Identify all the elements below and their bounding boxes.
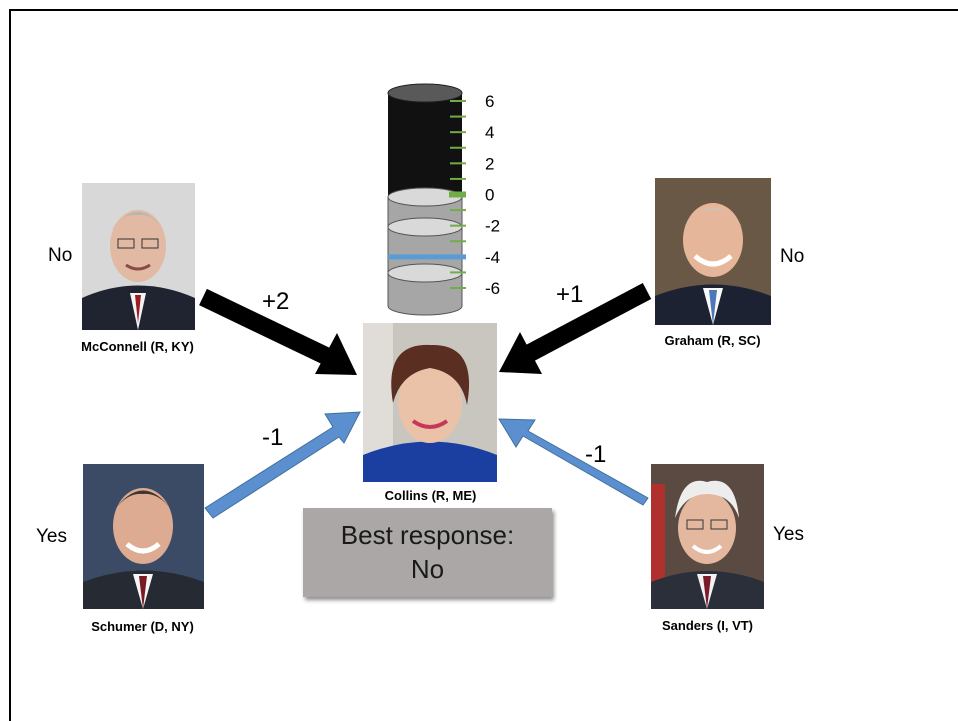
mcconnell-weight: +2 [262, 288, 290, 315]
schumer-name: Schumer (D, NY) [91, 619, 194, 634]
schumer-photo [83, 464, 204, 609]
schumer-weight: -1 [262, 424, 284, 451]
gauge-cylinder-top [387, 83, 463, 103]
threshold-gauge: 6 4 2 0 -2 -4 -6 [387, 83, 500, 316]
gauge-tick-label: 0 [485, 186, 494, 205]
graham-vote: No [780, 246, 805, 267]
best-response-box: Best response: No [303, 508, 552, 597]
best-response-label: Best response: [340, 520, 515, 550]
mcconnell-photo [82, 183, 195, 330]
arrow-sanders [498, 418, 649, 506]
gauge-tick-label: -4 [485, 248, 500, 267]
arrow-graham [499, 283, 652, 374]
sanders-name: Sanders (I, VT) [661, 618, 754, 633]
slide-frame [9, 9, 958, 721]
sanders-vote: Yes [773, 524, 804, 545]
graham-photo [655, 178, 771, 325]
gauge-tick-label: -6 [485, 279, 500, 298]
gauge-tick-label: 4 [485, 123, 494, 142]
arrow-schumer [204, 411, 361, 519]
schumer-vote: Yes [36, 526, 67, 547]
collins-photo [363, 323, 497, 482]
mcconnell-vote: No [48, 245, 73, 266]
collins-name: Collins (R, ME) [384, 488, 477, 503]
arrow-mcconnell [199, 288, 357, 375]
best-response-value: No [410, 554, 445, 584]
gauge-tick-label: -2 [485, 217, 500, 236]
gauge-tick-label: 6 [485, 92, 494, 111]
graham-weight: +1 [556, 281, 584, 308]
mcconnell-name: McConnell (R, KY) [81, 339, 194, 354]
gauge-layer-1 [387, 217, 463, 237]
sanders-photo [651, 464, 764, 609]
graham-name: Graham (R, SC) [664, 333, 761, 348]
gauge-tick-label: 2 [485, 154, 494, 173]
sanders-weight: -1 [585, 441, 607, 468]
